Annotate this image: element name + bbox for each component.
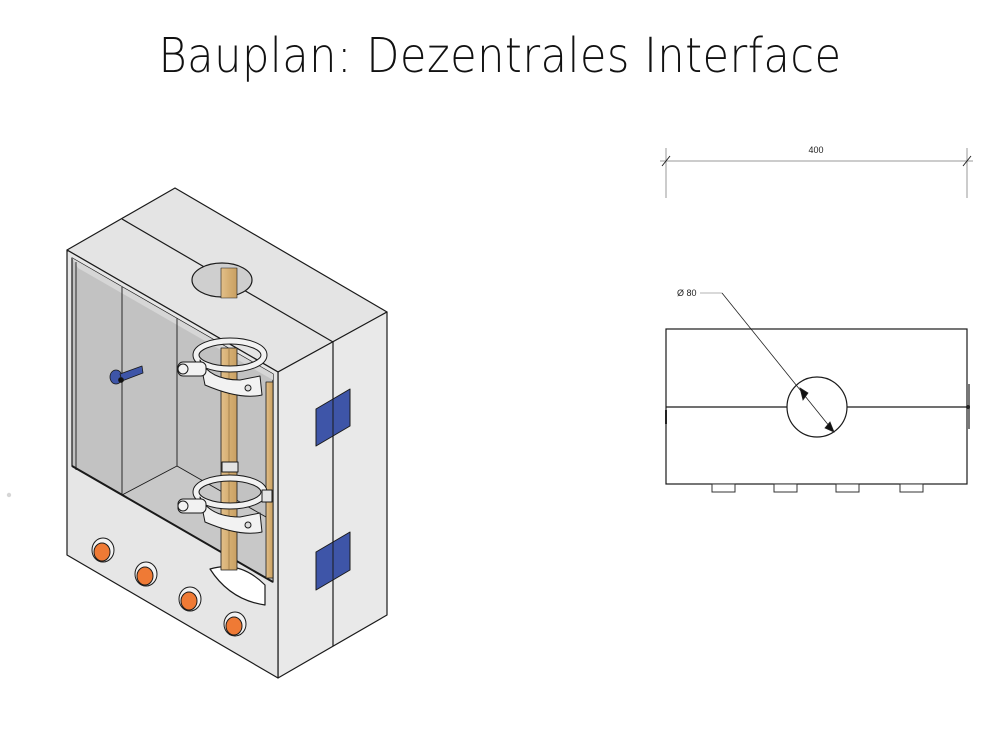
wooden-post-2 — [265, 381, 274, 579]
tab-3 — [835, 483, 860, 493]
tab-4 — [899, 483, 924, 493]
stray-dot — [6, 492, 12, 498]
dimension-width — [660, 148, 973, 198]
port-1 — [91, 537, 115, 563]
tab-2 — [773, 483, 798, 493]
ports — [91, 537, 247, 637]
bottom-tabs — [711, 483, 924, 493]
pipe-clamp-lower — [177, 461, 273, 534]
pipe-hole-circle — [786, 376, 848, 438]
orthographic-drawing: 400 Ø 80 — [660, 145, 973, 493]
diameter-label: Ø 80 — [677, 288, 697, 298]
dimension-diameter — [700, 292, 835, 433]
tab-1 — [711, 483, 736, 493]
page-title: Bauplan: Dezentrales Interface — [158, 28, 842, 84]
hinge-lower — [315, 531, 351, 591]
port-2 — [134, 561, 158, 587]
pipe-clamp-upper — [177, 337, 268, 397]
enclosure-3d — [66, 187, 388, 679]
port-3 — [178, 586, 202, 612]
hinge-upper — [315, 388, 351, 447]
width-dimension-label: 400 — [808, 145, 823, 155]
valve-handle — [109, 365, 144, 385]
port-4 — [223, 611, 247, 637]
